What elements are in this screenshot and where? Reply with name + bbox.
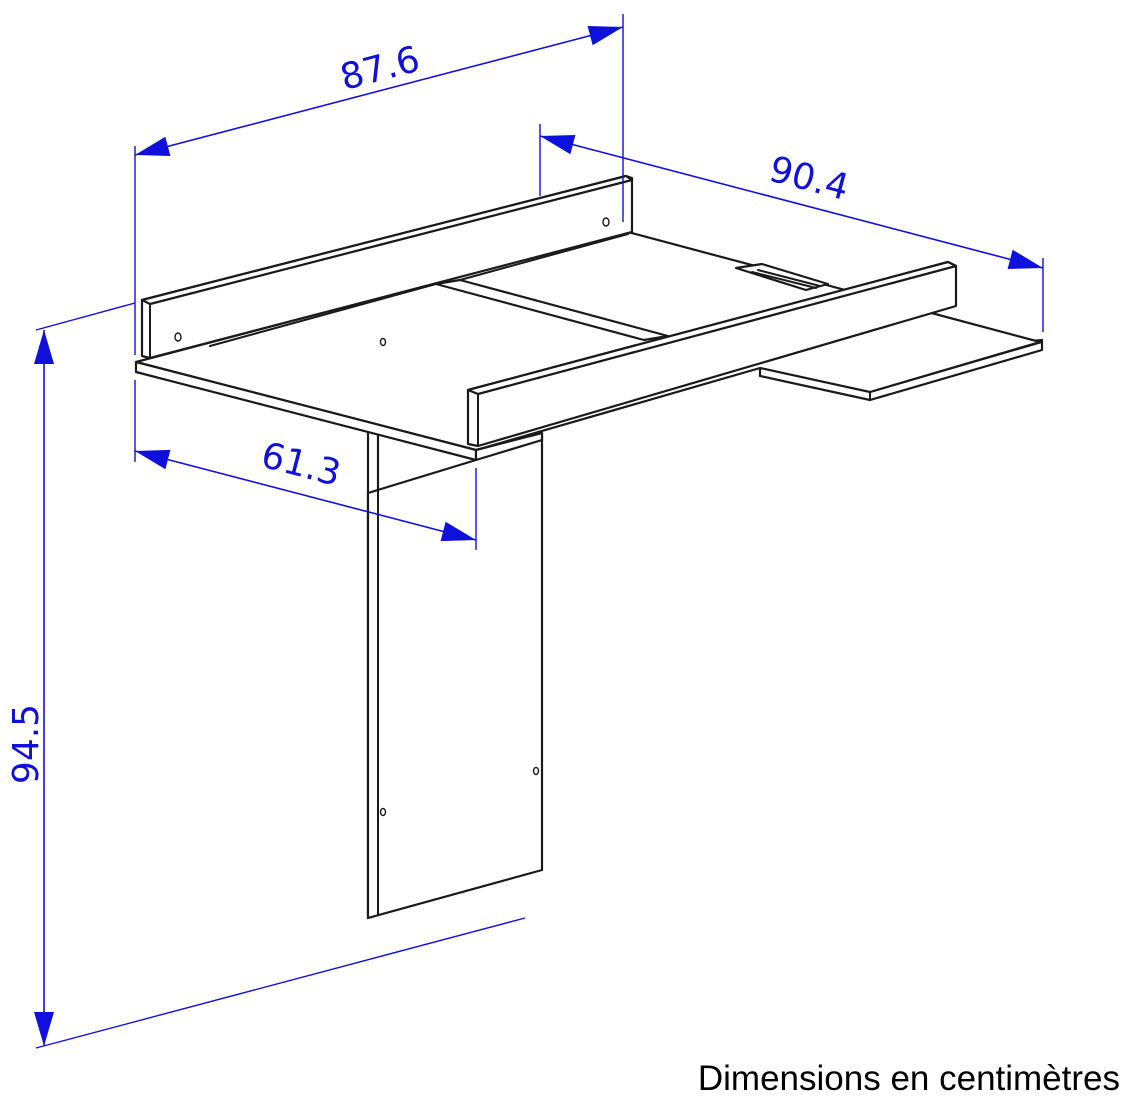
back-rail-top	[140, 174, 634, 306]
tray-bottom-lip	[474, 431, 544, 462]
screw-hole	[174, 332, 182, 342]
front-rail-top	[466, 260, 958, 396]
tray-top-surface	[134, 230, 1042, 452]
wall-panel	[366, 431, 544, 920]
changing-table	[134, 174, 1044, 920]
screw-hole	[379, 337, 387, 347]
screw-hole	[602, 217, 610, 227]
dimension-label-height: 94.5	[6, 704, 47, 784]
dimension-depth-right: 90.4	[537, 124, 1046, 332]
dimension-label-width: 87.6	[336, 39, 424, 99]
dimension-label-depth-right: 90.4	[765, 149, 853, 209]
screw-hole	[532, 766, 540, 776]
units-caption: Dimensions en centimètres	[697, 1059, 1120, 1098]
screw-hole	[379, 807, 387, 817]
dimension-height: 94.5	[6, 302, 526, 1049]
